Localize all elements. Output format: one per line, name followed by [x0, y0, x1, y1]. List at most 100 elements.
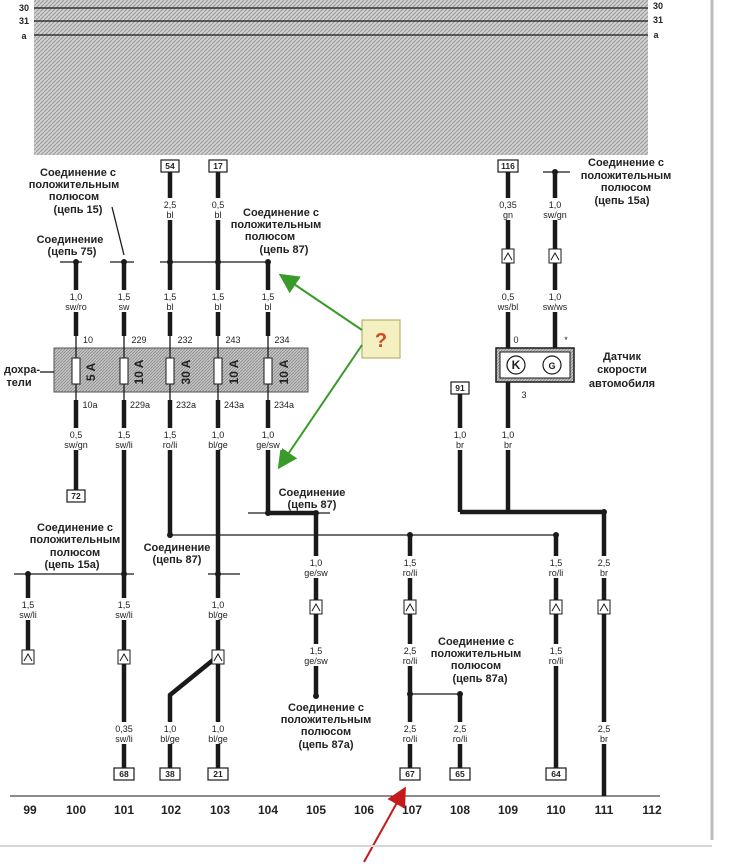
svg-text:0,5: 0,5: [212, 200, 225, 210]
svg-text:1,5: 1,5: [22, 600, 35, 610]
svg-text:1,0: 1,0: [549, 292, 562, 302]
svg-text:Соединение с: Соединение с: [40, 167, 116, 179]
terminal-68-label: 68: [119, 769, 129, 779]
svg-text:Соединение: Соединение: [144, 542, 211, 554]
speed-sensor: K G: [495, 347, 575, 383]
svg-text:(цепь 15): (цепь 15): [54, 204, 103, 216]
svg-text:полюсом: полюсом: [245, 231, 295, 243]
svg-text:полюсом: полюсом: [601, 182, 651, 194]
svg-text:1,5: 1,5: [262, 292, 275, 302]
svg-text:Датчик: Датчик: [603, 351, 641, 363]
wire-label-w101a: 1,5 sw: [112, 290, 136, 312]
wire-label-w102d: 1,0 bl/ge: [156, 722, 184, 744]
connection-15a-right-label: Соединение с положительным полюсом (цепь…: [581, 157, 672, 207]
svg-text:ro/li: ro/li: [403, 568, 418, 578]
node-87a-a: [407, 691, 413, 697]
svg-text:sw/li: sw/li: [115, 610, 133, 620]
svg-text:ro/li: ro/li: [403, 656, 418, 666]
wire-label-w105a: 1,0 ge/sw: [302, 556, 330, 578]
wire-label-c15a: 1,0 sw/gn: [540, 198, 570, 220]
question-mark: ?: [375, 330, 387, 352]
column-numbers: 99 100 101 102 103 104 105 106 107 108 1…: [23, 803, 662, 817]
connector-110: [549, 599, 563, 615]
svg-text:положительным: положительным: [581, 170, 672, 182]
pointer-arrow-bottom: [277, 344, 363, 470]
svg-text:2,5: 2,5: [164, 200, 177, 210]
svg-text:автомобиля: автомобиля: [589, 378, 655, 390]
svg-text:(цепь 87): (цепь 87): [288, 499, 337, 511]
fuse-232: 30 A 232 232a: [165, 335, 196, 410]
terminal-38: [159, 767, 181, 781]
rail-label-31-left: 31: [19, 16, 29, 26]
terminal-17-label: 17: [213, 161, 223, 171]
svg-text:(цепь 75): (цепь 75): [48, 246, 97, 258]
svg-text:тели: тели: [6, 377, 31, 389]
svg-text:ro/li: ro/li: [163, 440, 178, 450]
svg-text:ge/sw: ge/sw: [256, 440, 280, 450]
svg-text:1,5: 1,5: [164, 430, 177, 440]
svg-text:bl: bl: [166, 302, 173, 312]
svg-text:bl/ge: bl/ge: [160, 734, 180, 744]
svg-text:Соединение с: Соединение с: [438, 636, 514, 648]
wire-label-w105b: 1,5 ge/sw: [302, 644, 330, 666]
wire-102-jumper: [167, 654, 220, 768]
rail-label-31-right: 31: [653, 15, 663, 25]
svg-text:10 A: 10 A: [132, 359, 146, 384]
fuse-243: 10 A 243 243a: [213, 335, 244, 410]
connection-15-label: Соединение с положительным полюсом (цепь…: [29, 167, 120, 216]
terminal-65-label: 65: [455, 769, 465, 779]
svg-text:2,5: 2,5: [598, 558, 611, 568]
leader-15: [111, 206, 125, 256]
terminal-38-label: 38: [165, 769, 175, 779]
svg-text:ws/bl: ws/bl: [497, 302, 519, 312]
svg-text:112: 112: [642, 803, 662, 817]
svg-text:(цепь 87а): (цепь 87а): [452, 673, 507, 685]
svg-text:243a: 243a: [224, 400, 244, 410]
svg-text:229: 229: [131, 335, 146, 345]
wire-label-w104a: 1,5 bl: [257, 290, 279, 312]
svg-text:108: 108: [450, 803, 470, 817]
wire-label-w110c: 1,5 ro/li: [543, 644, 569, 666]
svg-text:br: br: [456, 440, 464, 450]
terminal-67: [399, 767, 421, 781]
svg-text:ro/li: ro/li: [549, 568, 564, 578]
svg-text:106: 106: [354, 803, 374, 817]
svg-text:10 A: 10 A: [277, 359, 291, 384]
node-101: [121, 571, 127, 577]
connector-107: [403, 599, 417, 615]
wire-label-c17: 0,5 bl: [207, 198, 229, 220]
fuse-holders-label: дохра- тели: [4, 364, 40, 389]
sensor-pin-left: 0: [513, 335, 518, 345]
svg-text:bl/ge: bl/ge: [208, 610, 228, 620]
terminal-21-label: 21: [213, 769, 223, 779]
sensor-pin-right: *: [564, 335, 568, 345]
svg-text:br: br: [504, 440, 512, 450]
svg-text:Соединение: Соединение: [279, 487, 346, 499]
connector-103: [211, 649, 225, 665]
svg-text:1,5: 1,5: [118, 430, 131, 440]
terminal-64-label: 64: [551, 769, 561, 779]
svg-text:1,5: 1,5: [404, 558, 417, 568]
svg-text:0,5: 0,5: [70, 430, 83, 440]
rail-label-30-left: 30: [19, 3, 29, 13]
wire-label-w101b: 1,5 sw/li: [110, 428, 138, 450]
svg-text:bl/ge: bl/ge: [208, 734, 228, 744]
connection-87-left-label: Соединение (цепь 87): [144, 542, 211, 566]
svg-text:ro/li: ro/li: [403, 734, 418, 744]
svg-text:1,0: 1,0: [454, 430, 467, 440]
connection-75-label: Соединение (цепь 75): [37, 234, 104, 258]
svg-text:10: 10: [83, 335, 93, 345]
svg-text:0,5: 0,5: [502, 292, 515, 302]
svg-text:1,0: 1,0: [212, 430, 225, 440]
wire-label-w103d: 1,0 bl/ge: [204, 722, 232, 744]
svg-text:1,5: 1,5: [550, 646, 563, 656]
svg-text:bl: bl: [264, 302, 271, 312]
wire-label-w100a: 1,0 sw/ro: [62, 290, 90, 312]
svg-text:1,0: 1,0: [212, 724, 225, 734]
svg-text:дохра-: дохра-: [4, 364, 40, 376]
svg-text:243: 243: [225, 335, 240, 345]
wire-label-c54: 2,5 bl: [159, 198, 181, 220]
node-87-left: [167, 532, 173, 538]
svg-text:0,35: 0,35: [115, 724, 133, 734]
